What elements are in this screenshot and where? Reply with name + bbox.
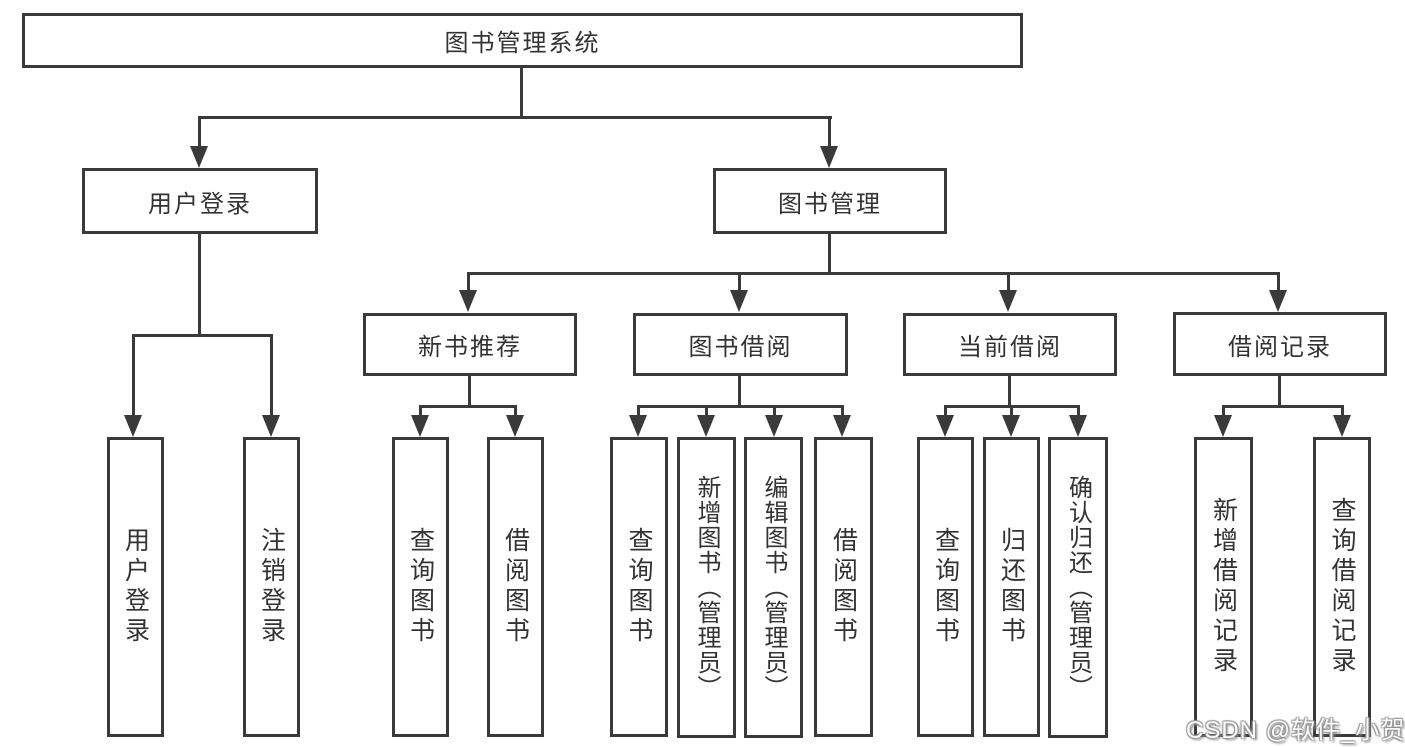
connector-vline [419,405,422,417]
connector-vline [132,334,135,415]
leaf-edit-books-admin: 编辑图书（管理员） [744,437,803,738]
leaf-confirm-return-admin: 确认归还（管理员） [1048,437,1108,738]
connector-hline [198,116,832,119]
connector-hline [467,272,1280,275]
arrow-down-icon [1002,415,1020,437]
connector-vline [828,233,831,275]
connector-vline [1008,375,1011,407]
leaf-borrow-books-recommend: 借阅图书 [487,437,544,737]
node-root-library-system: 图书管理系统 [22,13,1023,68]
connector-vline [198,233,201,336]
arrow-down-icon [820,146,838,168]
connector-vline [944,405,947,417]
connector-hline [1222,405,1344,408]
arrow-down-icon [1333,415,1351,437]
connector-vline [270,334,273,415]
connector-hline [419,405,517,408]
connector-vline [1341,405,1344,417]
node-book-management: 图书管理 [713,168,947,234]
leaf-add-borrow-record: 新增借阅记录 [1194,437,1253,737]
connector-vline [1222,405,1225,417]
connector-vline [1010,405,1013,417]
arrow-down-icon [124,415,142,437]
leaf-query-books-borrowing: 查询图书 [610,437,668,737]
connector-vline [198,116,201,148]
arrow-down-icon [506,415,524,437]
connector-vline [467,272,470,292]
node-borrowing-records: 借阅记录 [1173,312,1387,376]
leaf-borrow-books-borrowing: 借阅图书 [814,437,873,737]
node-user-login: 用户登录 [82,168,318,234]
node-book-borrowing: 图书借阅 [633,313,848,376]
arrow-down-icon [1214,415,1232,437]
connector-vline [828,116,831,148]
leaf-user-login: 用户登录 [107,437,164,737]
arrow-down-icon [833,415,851,437]
arrow-down-icon [999,290,1017,312]
connector-vline [1278,376,1281,407]
arrow-down-icon [1069,415,1087,437]
arrow-down-icon [697,415,715,437]
csdn-watermark: CSDN @软件_小贺同学 [1186,717,1405,744]
connector-vline [1007,272,1010,292]
arrow-down-icon [936,415,954,437]
leaf-query-books-current: 查询图书 [917,437,974,737]
arrow-down-icon [1269,290,1287,312]
leaf-query-borrow-record: 查询借阅记录 [1313,437,1371,737]
node-new-book-recommend: 新书推荐 [363,313,577,376]
connector-hline [132,334,273,337]
node-current-borrowing: 当前借阅 [903,313,1117,376]
leaf-query-books-recommend: 查询图书 [392,437,449,737]
connector-vline [738,375,741,407]
leaf-logout: 注销登录 [243,437,300,737]
connector-vline [637,405,640,417]
arrow-down-icon [629,415,647,437]
leaf-add-books-admin: 新增图书（管理员） [677,437,736,738]
arrow-down-icon [459,290,477,312]
arrow-down-icon [262,415,280,437]
connector-vline [773,405,776,417]
arrow-down-icon [411,415,429,437]
arrow-down-icon [765,415,783,437]
arrow-down-icon [190,146,208,168]
arrow-down-icon [730,290,748,312]
connector-vline [1277,272,1280,292]
connector-hline [637,405,844,408]
connector-vline [841,405,844,417]
leaf-return-books: 归还图书 [983,437,1040,737]
connector-vline [705,405,708,417]
connector-vline [1077,405,1080,417]
connector-vline [520,67,523,118]
connector-vline [468,375,471,407]
connector-vline [514,405,517,417]
connector-vline [738,272,741,292]
